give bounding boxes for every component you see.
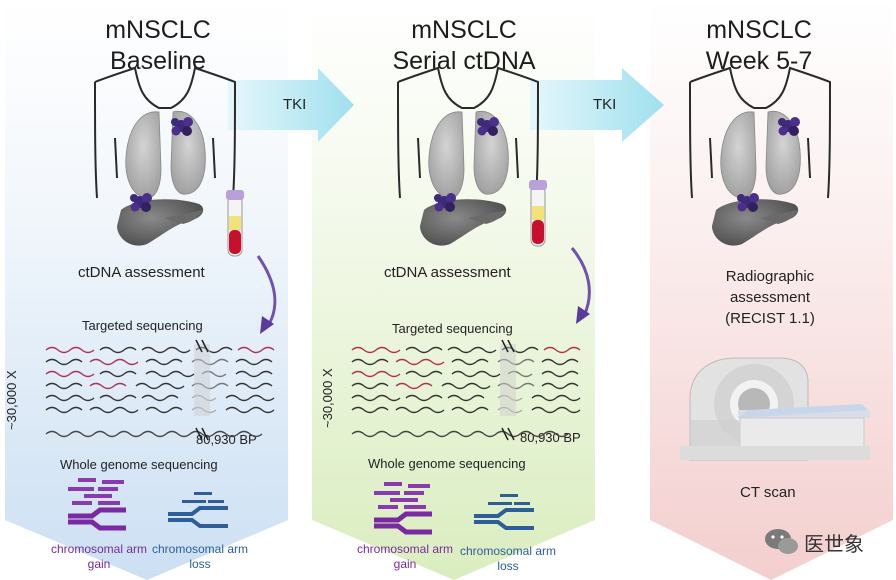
curved-arrow-2 [570,247,591,317]
panel-2-arm-loss: chromosomal arm loss [459,544,557,573]
panel-1-targeted-sequencing: Targeted sequencing [82,318,203,333]
tki-label-2: TKI [593,96,617,113]
watermark-text: 医世象 [804,534,864,556]
panel-1-title: mNSCLC Baseline [105,16,211,75]
sequencing-reads-1 [45,339,275,441]
panel-2-bp: 80,930 BP [520,430,581,445]
chromosome-loss-graphic-2 [472,492,536,530]
panel-1-arm-loss: chromosomal arm loss [151,542,249,571]
panel-3-ct-scan-label: CT scan [740,484,796,501]
panel-2-arm-gain: chromosomal arm gain [356,542,454,571]
panel-2-title: mNSCLC Serial ctDNA [392,16,536,75]
panel-1-wgs: Whole genome sequencing [60,457,218,472]
panel-1-arm-gain: chromosomal arm gain [50,542,148,571]
ct-scanner-icon [680,357,870,461]
panel-2-wgs: Whole genome sequencing [368,456,526,471]
tki-label-1: TKI [283,96,307,113]
panel-2-targeted-sequencing: Targeted sequencing [392,321,513,336]
wechat-icon [765,529,798,554]
chromosome-gain-graphic-2 [374,482,432,532]
sequencing-reads-2 [351,339,581,441]
tki-arrow-2 [530,68,664,142]
chromosome-loss-graphic-1 [166,490,230,528]
panel-3-radiographic-assessment: Radiographic assessment (RECIST 1.1) [725,268,815,327]
curved-arrow-1 [256,255,277,327]
tki-arrow-1 [228,68,354,142]
panel-1-ctdna-assessment: ctDNA assessment [78,264,205,281]
panel-1-background [5,0,288,580]
panel-2-background [312,0,595,580]
panel-2-ctdna-assessment: ctDNA assessment [384,264,511,281]
chromosome-gain-graphic-1 [68,478,126,528]
